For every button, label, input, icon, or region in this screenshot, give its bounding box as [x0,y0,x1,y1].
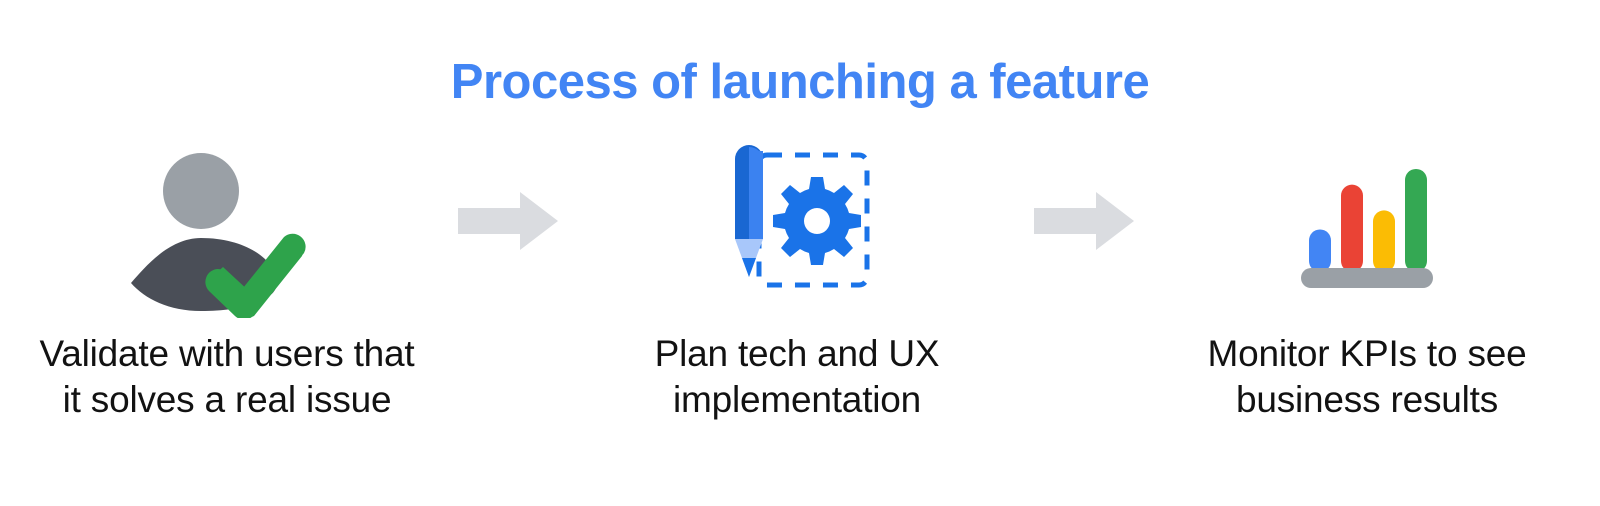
chart-bar-1 [1309,228,1331,272]
process-step-3: Monitor KPIs to see business results [1152,138,1582,424]
chart-bar-2 [1341,184,1363,272]
user-head-shape [163,153,239,229]
check-mark-shape [205,233,306,318]
chart-baseline-shape [1301,267,1433,288]
gear-icon [773,176,861,265]
step-1-illustration [12,138,442,323]
step-3-caption-line-1: Monitor KPIs to see [1207,333,1527,374]
arrow-right-shape [1034,191,1134,250]
step-2-caption-line-1: Plan tech and UX [654,333,940,374]
pencil-cap-highlight [749,146,763,159]
bar-chart-icon [1301,168,1433,288]
pencil-point-shape [742,257,756,277]
step-3-illustration [1152,132,1582,317]
pencil-gear-frame-icon [735,144,870,287]
connector-2 [1014,128,1154,313]
user-check-icon [131,153,306,318]
step-2-caption-line-2: implementation [672,379,922,421]
arrow-right-shape [458,191,558,250]
arrow-right-icon [458,191,558,250]
process-step-1: Validate with users that it solves a rea… [12,138,442,424]
step-2-illustration [582,132,1012,317]
step-2-caption: Plan tech and UX implementation [655,331,940,424]
page-title: Process of launching a feature [450,55,1150,109]
step-1-caption-line-2: it solves a real issue [62,379,392,421]
chart-bar-4 [1405,168,1427,272]
process-flow: Validate with users that it solves a rea… [0,138,1600,468]
step-1-caption-line-1: Validate with users that [39,333,415,374]
pencil-body-highlight [749,150,763,239]
process-step-2: Plan tech and UX implementation [582,138,1012,424]
step-1-caption: Validate with users that it solves a rea… [40,331,415,424]
step-3-caption: Monitor KPIs to see business results [1207,331,1526,424]
chart-bar-3 [1373,209,1395,272]
gear-center-hole [804,207,830,234]
step-3-caption-line-2: business results [1235,379,1499,421]
connector-1 [438,128,578,313]
arrow-right-icon [1034,191,1134,250]
